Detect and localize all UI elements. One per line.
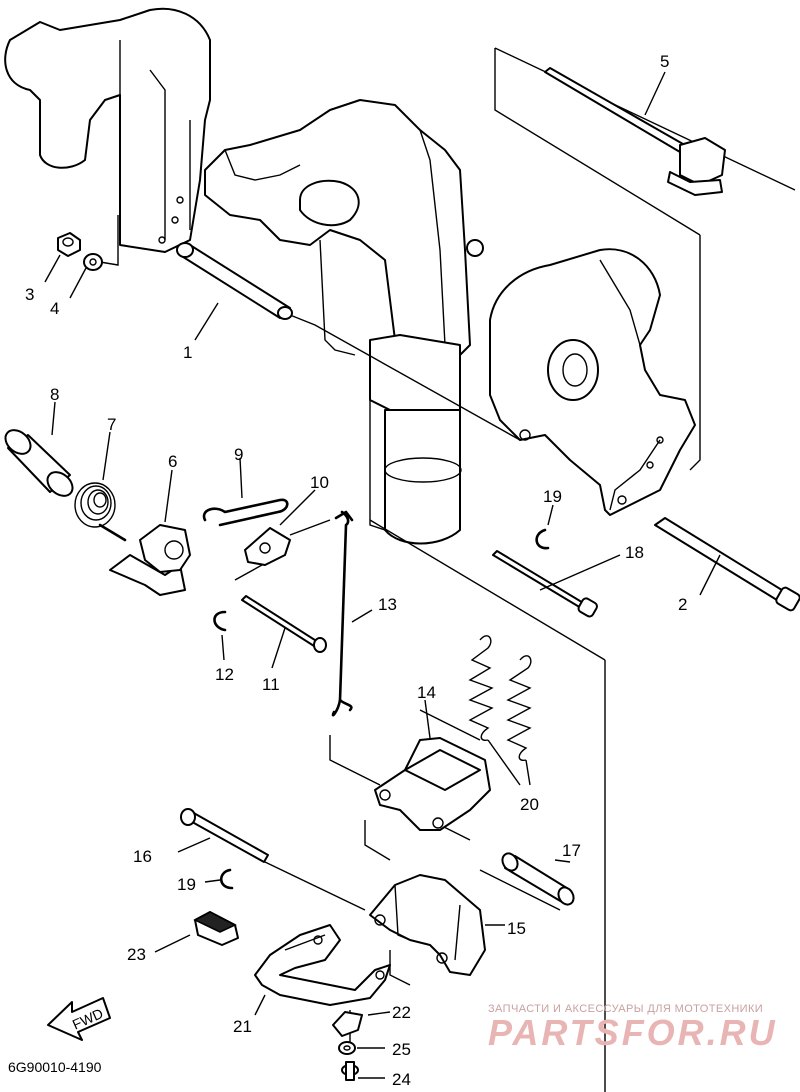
part-6-plate (109, 469, 191, 596)
part-25-washer (338, 1041, 385, 1055)
callout-labels: 1 2 3 4 5 6 7 8 9 10 11 12 13 14 15 16 1… (25, 52, 687, 1089)
diagram-code: 6G90010-4190 (8, 1059, 102, 1075)
part-16-pin (177, 808, 269, 863)
right-clamp-bracket (489, 248, 696, 516)
callout-1: 1 (183, 343, 192, 362)
callout-21: 21 (233, 1017, 252, 1036)
part-10-clip (244, 489, 316, 566)
callout-11: 11 (262, 675, 280, 694)
part-11-pin (241, 595, 327, 669)
part-4-washer (69, 253, 103, 299)
callout-3: 3 (25, 285, 34, 304)
part-14-lever-frame (374, 699, 491, 831)
callout-23: 23 (127, 945, 146, 964)
callout-4: 4 (50, 299, 59, 318)
part-17-bushing (501, 852, 575, 906)
fwd-arrow: FWD (47, 997, 111, 1041)
callout-25: 25 (392, 1040, 411, 1059)
callout-17: 17 (562, 841, 581, 860)
callout-19-lower: 19 (177, 875, 196, 894)
part-13-rod (331, 510, 373, 717)
part-3-nut (44, 232, 81, 283)
callout-2: 2 (678, 595, 687, 614)
callout-22: 22 (392, 1003, 411, 1022)
callout-16: 16 (133, 847, 152, 866)
callout-18: 18 (625, 543, 644, 562)
callout-12: 12 (215, 665, 234, 684)
part-19-circlip-upper (535, 504, 554, 550)
watermark-tagline: ЗАПЧАСТИ И АКСЕССУАРЫ ДЛЯ МОТОТЕХНИКИ (488, 1003, 763, 1015)
swivel-bracket (204, 99, 484, 545)
left-clamp-bracket (4, 7, 211, 253)
callout-15: 15 (507, 919, 526, 938)
watermark-brand: PARTSFOR.RU (488, 1012, 778, 1053)
callout-10: 10 (310, 473, 329, 492)
callout-9: 9 (234, 445, 243, 464)
assembly-guide-lines (99, 47, 796, 1092)
part-7-torsion-spring (74, 431, 127, 542)
part-2-through-bolt (654, 517, 800, 612)
watermark: ЗАПЧАСТИ И АКСЕССУАРЫ ДЛЯ МОТОТЕХНИКИ PA… (488, 1003, 778, 1053)
part-20-springs (468, 635, 532, 786)
callout-6: 6 (168, 452, 177, 471)
callout-13: 13 (378, 595, 397, 614)
part-22-clip-plate (332, 1011, 391, 1037)
callout-20: 20 (520, 795, 539, 814)
part-23-grip (154, 911, 239, 953)
part-8-bushing (4, 401, 74, 497)
part-18-bolt (492, 550, 621, 618)
part-15-bracket (369, 874, 505, 976)
callout-24: 24 (392, 1070, 411, 1089)
part-19-circlip-lower (204, 868, 234, 890)
part-24-screw (341, 1061, 385, 1081)
callout-8: 8 (50, 385, 59, 404)
callout-14: 14 (417, 683, 436, 702)
part-5-tilt-rod (544, 67, 726, 196)
callout-19-upper: 19 (543, 487, 562, 506)
part-9-wire-link (202, 457, 289, 527)
callout-5: 5 (660, 52, 669, 71)
callout-7: 7 (107, 415, 116, 434)
part-21-lower-bracket (254, 924, 391, 1016)
part-1-collar-pin (176, 242, 293, 341)
part-12-circlip (213, 610, 227, 661)
